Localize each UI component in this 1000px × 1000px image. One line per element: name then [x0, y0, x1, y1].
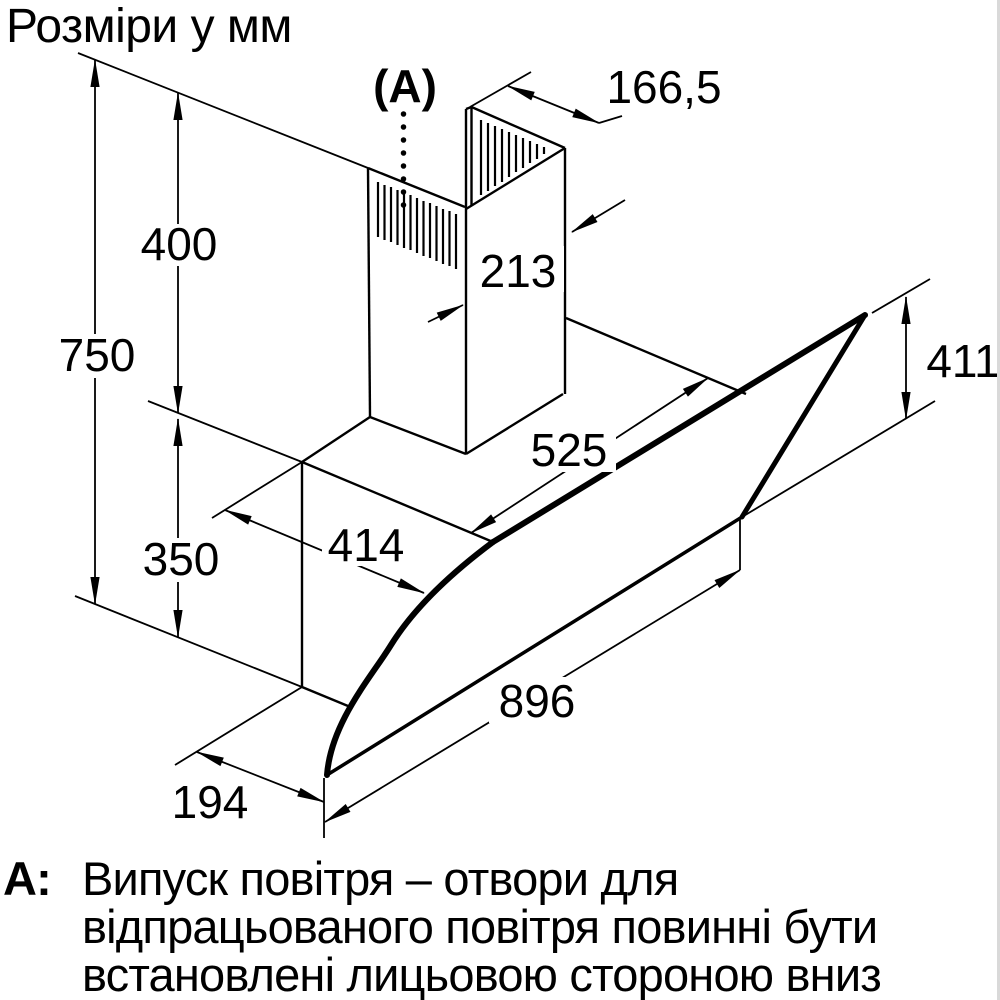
air-outlet-note: А: Випуск повітря – отвори для відпрацьов…	[3, 855, 993, 999]
extension-line-top	[77, 52, 369, 169]
marker-a-label: (A)	[373, 60, 437, 112]
label-400: 400	[141, 218, 218, 270]
dimension-896: 896	[323, 520, 741, 838]
dimension-213: 213	[427, 199, 626, 323]
label-414: 414	[328, 519, 405, 571]
dimension-411: 411	[741, 278, 999, 518]
note-line-3: встановлені лицьовою стороною вниз	[82, 948, 882, 1000]
label-350: 350	[143, 533, 220, 585]
page-title: Розміри у мм	[6, 0, 292, 53]
dimensions: 166,5 213 750 400	[52, 59, 999, 838]
vent-hatching-upper	[479, 120, 546, 195]
dimension-750: 750	[52, 59, 303, 688]
note-line-1: Випуск повітря – отвори для	[82, 852, 679, 905]
label-896: 896	[499, 675, 576, 727]
label-213: 213	[480, 245, 557, 297]
chimney-upper-section	[465, 105, 567, 394]
vent-hatching-lower	[376, 182, 458, 269]
chimney-lower-section	[366, 109, 468, 456]
label-411: 411	[926, 335, 999, 387]
note-prefix: А:	[3, 852, 52, 905]
dimension-525: 525	[470, 377, 709, 534]
label-194: 194	[172, 776, 249, 828]
dimension-350: 350	[136, 418, 226, 638]
hood-outline	[77, 52, 868, 778]
label-166: 166,5	[606, 61, 721, 113]
dimension-166: 166,5	[469, 61, 722, 124]
air-outlet-marker: (A)	[373, 60, 437, 213]
dimension-194: 194	[162, 686, 325, 828]
label-525: 525	[531, 424, 608, 476]
dimension-400: 400	[134, 92, 303, 463]
note-line-2: відпрацьованого повітря повинні бути	[82, 900, 878, 953]
dimension-414: 414	[211, 461, 425, 594]
label-750: 750	[59, 329, 136, 381]
